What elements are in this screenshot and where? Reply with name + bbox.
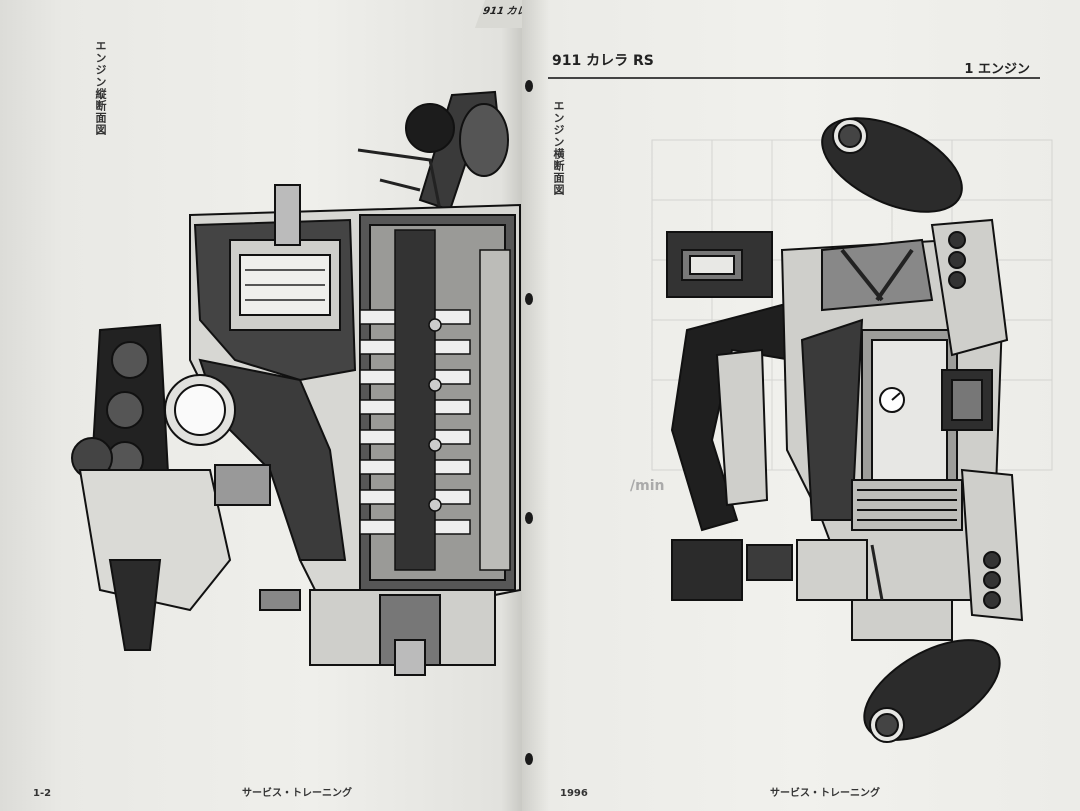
binder-hole <box>525 512 533 524</box>
engine-transverse-section-illustration <box>666 117 1024 743</box>
engine-longitudinal-section-illustration <box>71 90 521 676</box>
exhaust-manifolds <box>930 218 1024 622</box>
footer-year: 1996 <box>560 788 588 799</box>
lower-muffler <box>863 639 1001 743</box>
lower-components <box>671 539 953 641</box>
page-title: 911 カレラ RS <box>552 53 654 69</box>
engine-block <box>780 238 1004 601</box>
intake-duct <box>405 90 509 212</box>
binder-hole <box>525 293 533 305</box>
right-page: 911 カレラ RS 1 エンジン エンジン横断面図 /min <box>522 0 1080 811</box>
left-footer-title: サービス・トレーニング <box>242 788 352 799</box>
left-page: 911 カレ エンジン縦断面図 <box>0 0 522 811</box>
cylinder-bank <box>71 323 301 651</box>
upper-muffler <box>821 117 963 213</box>
clutch-housing <box>309 589 496 676</box>
left-page-number: 1-2 <box>33 788 52 799</box>
binder-hole <box>525 753 533 765</box>
crankshaft-stack <box>359 229 511 571</box>
binder-holes <box>522 0 536 811</box>
alternator <box>193 184 357 382</box>
air-filter-box <box>666 231 773 298</box>
right-footer-title: サービス・トレーニング <box>770 788 880 799</box>
header-rule <box>548 77 1040 79</box>
right-side-label: エンジン横断面図 <box>552 100 565 196</box>
binder-hole <box>525 80 533 92</box>
section-label: 1 エンジン <box>964 62 1030 77</box>
bleed-through-text: /min <box>630 478 665 494</box>
left-side-label: エンジン縦断面図 <box>94 40 107 136</box>
